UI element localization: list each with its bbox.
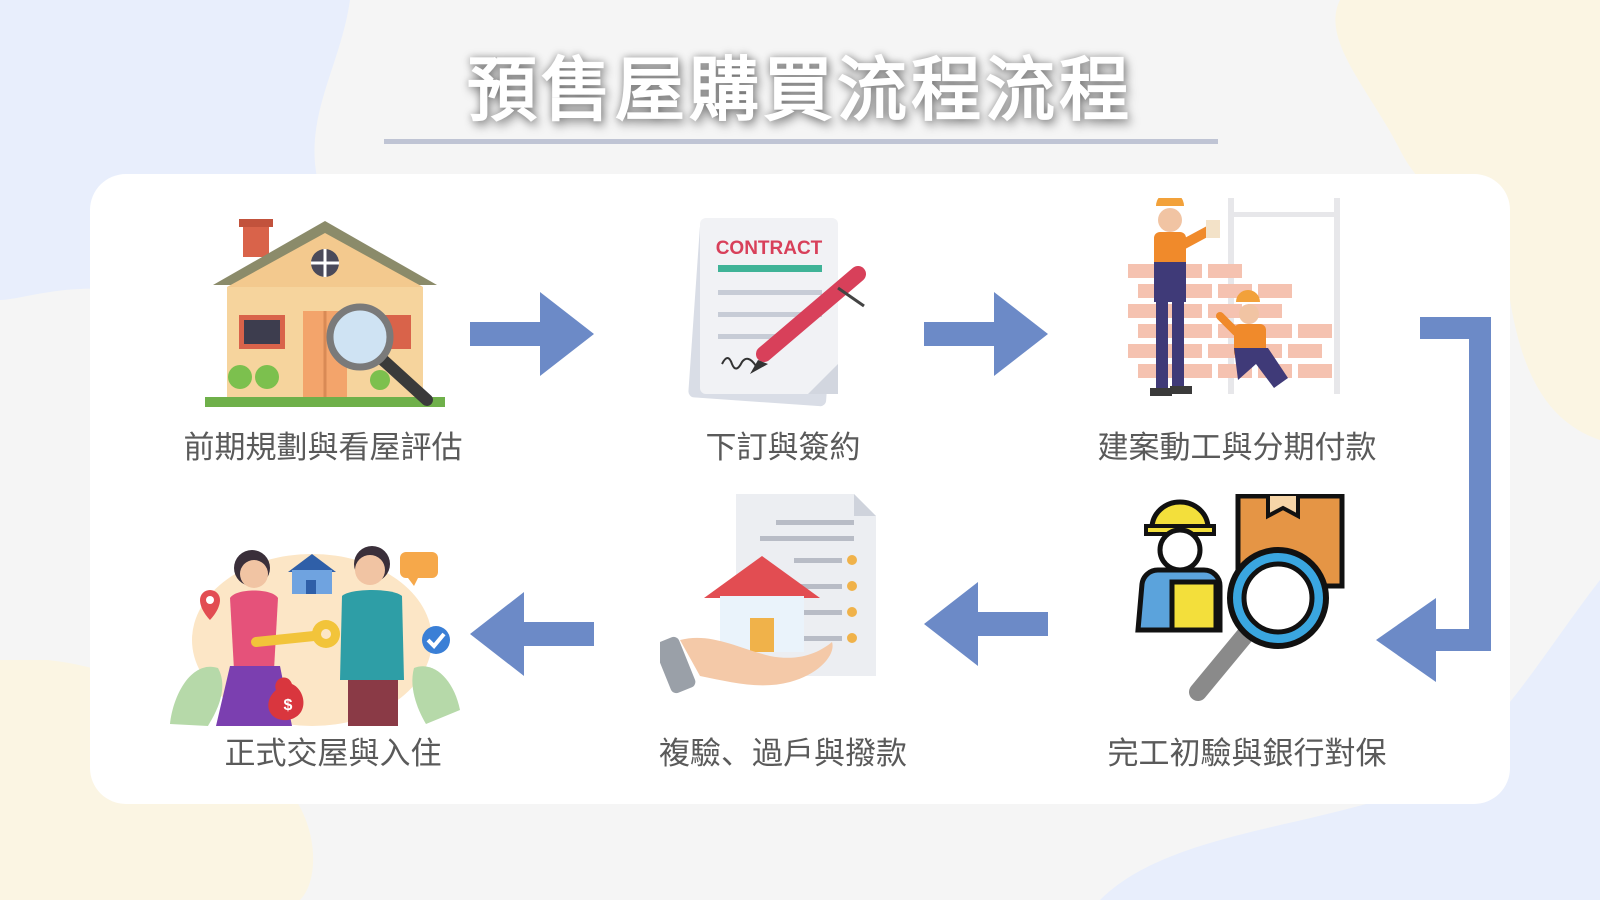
arrow-left-icon (924, 582, 1048, 666)
svg-text:$: $ (284, 697, 293, 714)
step-label-1: 前期規劃與看屋評估 (183, 430, 463, 466)
arrow-right-icon (470, 292, 594, 376)
page-title: 預售屋購買流程流程 (467, 49, 1133, 131)
arrow-left-icon (470, 592, 594, 676)
arrow-elbow-down-left-icon (1376, 317, 1491, 682)
title-underline (384, 139, 1218, 144)
house-magnifier-icon (205, 219, 445, 407)
key-handover-icon: $ (170, 546, 460, 726)
construction-workers-icon (1128, 198, 1340, 396)
contract-heading: CONTRACT (716, 238, 823, 259)
step-label-2: 下訂與簽約 (705, 430, 861, 466)
step-label-3: 建案動工與分期付款 (1097, 430, 1377, 466)
background-blob-bottom-right (1100, 580, 1600, 900)
step-label-6: 正式交屋與入住 (224, 736, 442, 772)
inspector-magnifier-icon (1135, 494, 1345, 701)
arrow-right-icon (924, 292, 1048, 376)
contract-pen-icon: CONTRACT (688, 218, 866, 407)
house-in-hand-document-icon (660, 494, 876, 694)
step-label-5: 複驗、過戶與撥款 (659, 736, 907, 772)
step-label-4: 完工初驗與銀行對保 (1107, 736, 1387, 772)
